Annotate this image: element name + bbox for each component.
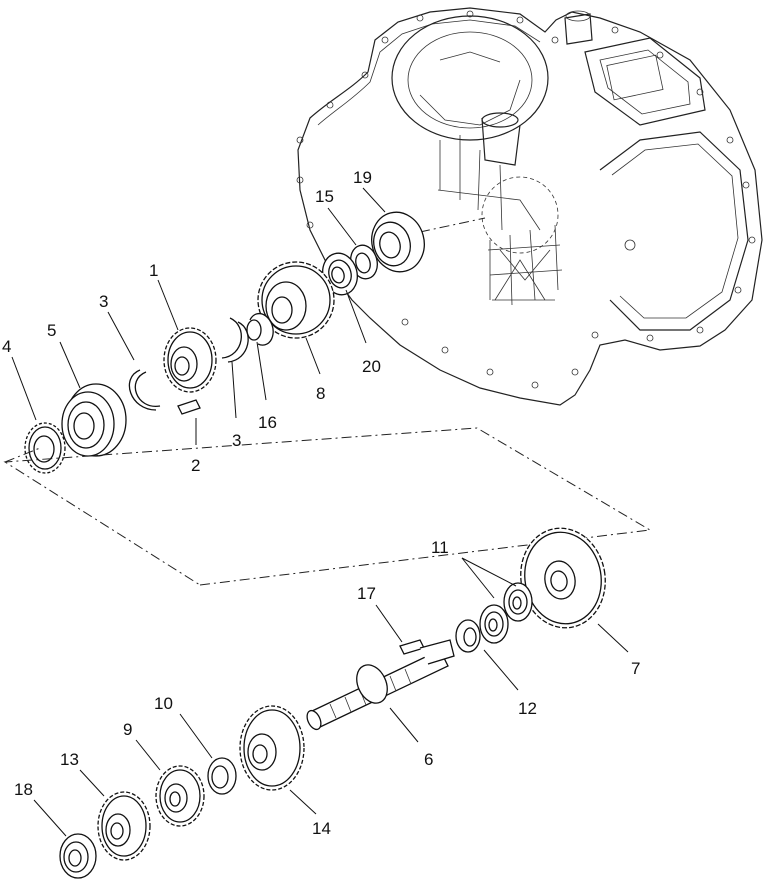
snap-ring-16 (246, 312, 274, 346)
callouts: 19 15 20 8 16 3 1 2 3 5 4 11 17 7 12 6 1… (2, 168, 640, 838)
gear-8 (257, 261, 335, 339)
callout-18: 18 (14, 780, 33, 799)
bearing-11 (479, 582, 533, 644)
callout-3a: 3 (99, 292, 108, 311)
circlip-3-left (128, 369, 161, 411)
gear-14 (239, 705, 305, 791)
shaft-6 (306, 639, 455, 731)
circlip-3-right (221, 317, 249, 363)
assembly-centerline (3, 427, 652, 586)
key-17 (399, 639, 425, 655)
callout-14: 14 (312, 819, 331, 838)
leader-lines (11, 187, 629, 837)
sync-ring-4 (24, 422, 66, 474)
callout-17: 17 (357, 584, 376, 603)
bearing-19 (371, 211, 425, 273)
callout-16: 16 (258, 413, 277, 432)
gear-7 (520, 527, 606, 629)
hub-1 (163, 327, 217, 393)
callout-5: 5 (47, 321, 56, 340)
gear-9 (155, 765, 205, 827)
callout-8: 8 (316, 384, 325, 403)
callout-20: 20 (362, 357, 381, 376)
key-2 (177, 399, 201, 415)
callout-7: 7 (631, 659, 640, 678)
washer-12 (455, 619, 481, 653)
callout-9: 9 (123, 720, 132, 739)
callout-12: 12 (518, 699, 537, 718)
collar-10 (207, 757, 237, 795)
callout-3b: 3 (232, 431, 241, 450)
bearing-18 (59, 833, 97, 879)
callout-2: 2 (191, 456, 200, 475)
callout-11: 11 (431, 538, 449, 557)
callout-4: 4 (2, 337, 11, 356)
callout-6: 6 (424, 750, 433, 769)
sleeve-5 (61, 383, 127, 457)
callout-15: 15 (315, 187, 334, 206)
callout-10: 10 (154, 694, 173, 713)
transmission-housing (296, 7, 763, 406)
gear-13 (97, 791, 151, 861)
callout-1: 1 (149, 261, 158, 280)
callout-13: 13 (60, 750, 79, 769)
callout-19: 19 (353, 168, 372, 187)
